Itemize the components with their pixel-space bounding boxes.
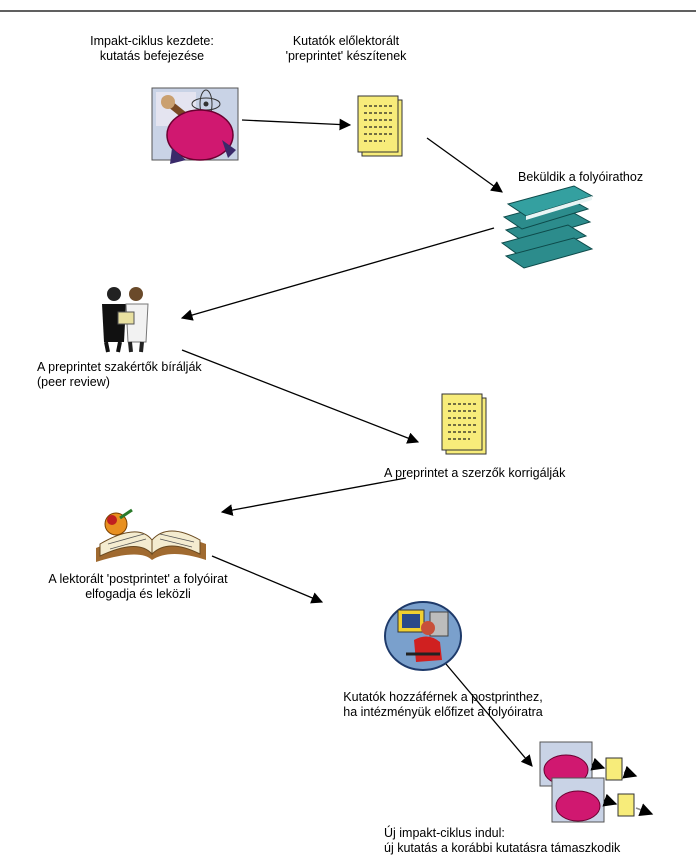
- step-2-label: Kutatók előlektorált'preprintet' készíte…: [285, 34, 407, 63]
- reviewers-icon: [102, 287, 149, 353]
- arrow-6-to-7: [211, 555, 324, 604]
- arrow-1-to-2: [241, 118, 352, 131]
- arrow-2-to-3: [426, 137, 503, 193]
- arrow-4-to-5: [181, 349, 420, 444]
- step-5-label: A preprintet a szerzők korrigálják: [384, 466, 566, 480]
- arrow-3-to-4: [180, 227, 495, 321]
- arrow-5-to-6: [220, 477, 407, 516]
- step-8-label: Új impakt-ciklus indul:új kutatás a korá…: [384, 826, 621, 855]
- open-book-icon: [96, 508, 206, 562]
- computer-user-icon: [384, 601, 462, 671]
- step-3-label: Beküldik a folyóirathoz: [518, 170, 644, 184]
- researcher-clipart-icon: [151, 87, 239, 164]
- new-cycle-icon: [539, 741, 654, 823]
- document-icon-2: [441, 393, 487, 455]
- step-4-label: A preprintet szakértők bírálják(peer rev…: [37, 360, 202, 389]
- journal-stack-icon: [500, 185, 594, 269]
- document-icon-1: [357, 95, 403, 157]
- flow-arrows: [180, 118, 533, 767]
- step-1-label: Impakt-ciklus kezdete:kutatás befejezése: [90, 34, 214, 63]
- step-7-label: Kutatók hozzáférnek a postprinthez,ha in…: [343, 690, 543, 719]
- arrow-7-to-8: [445, 663, 533, 767]
